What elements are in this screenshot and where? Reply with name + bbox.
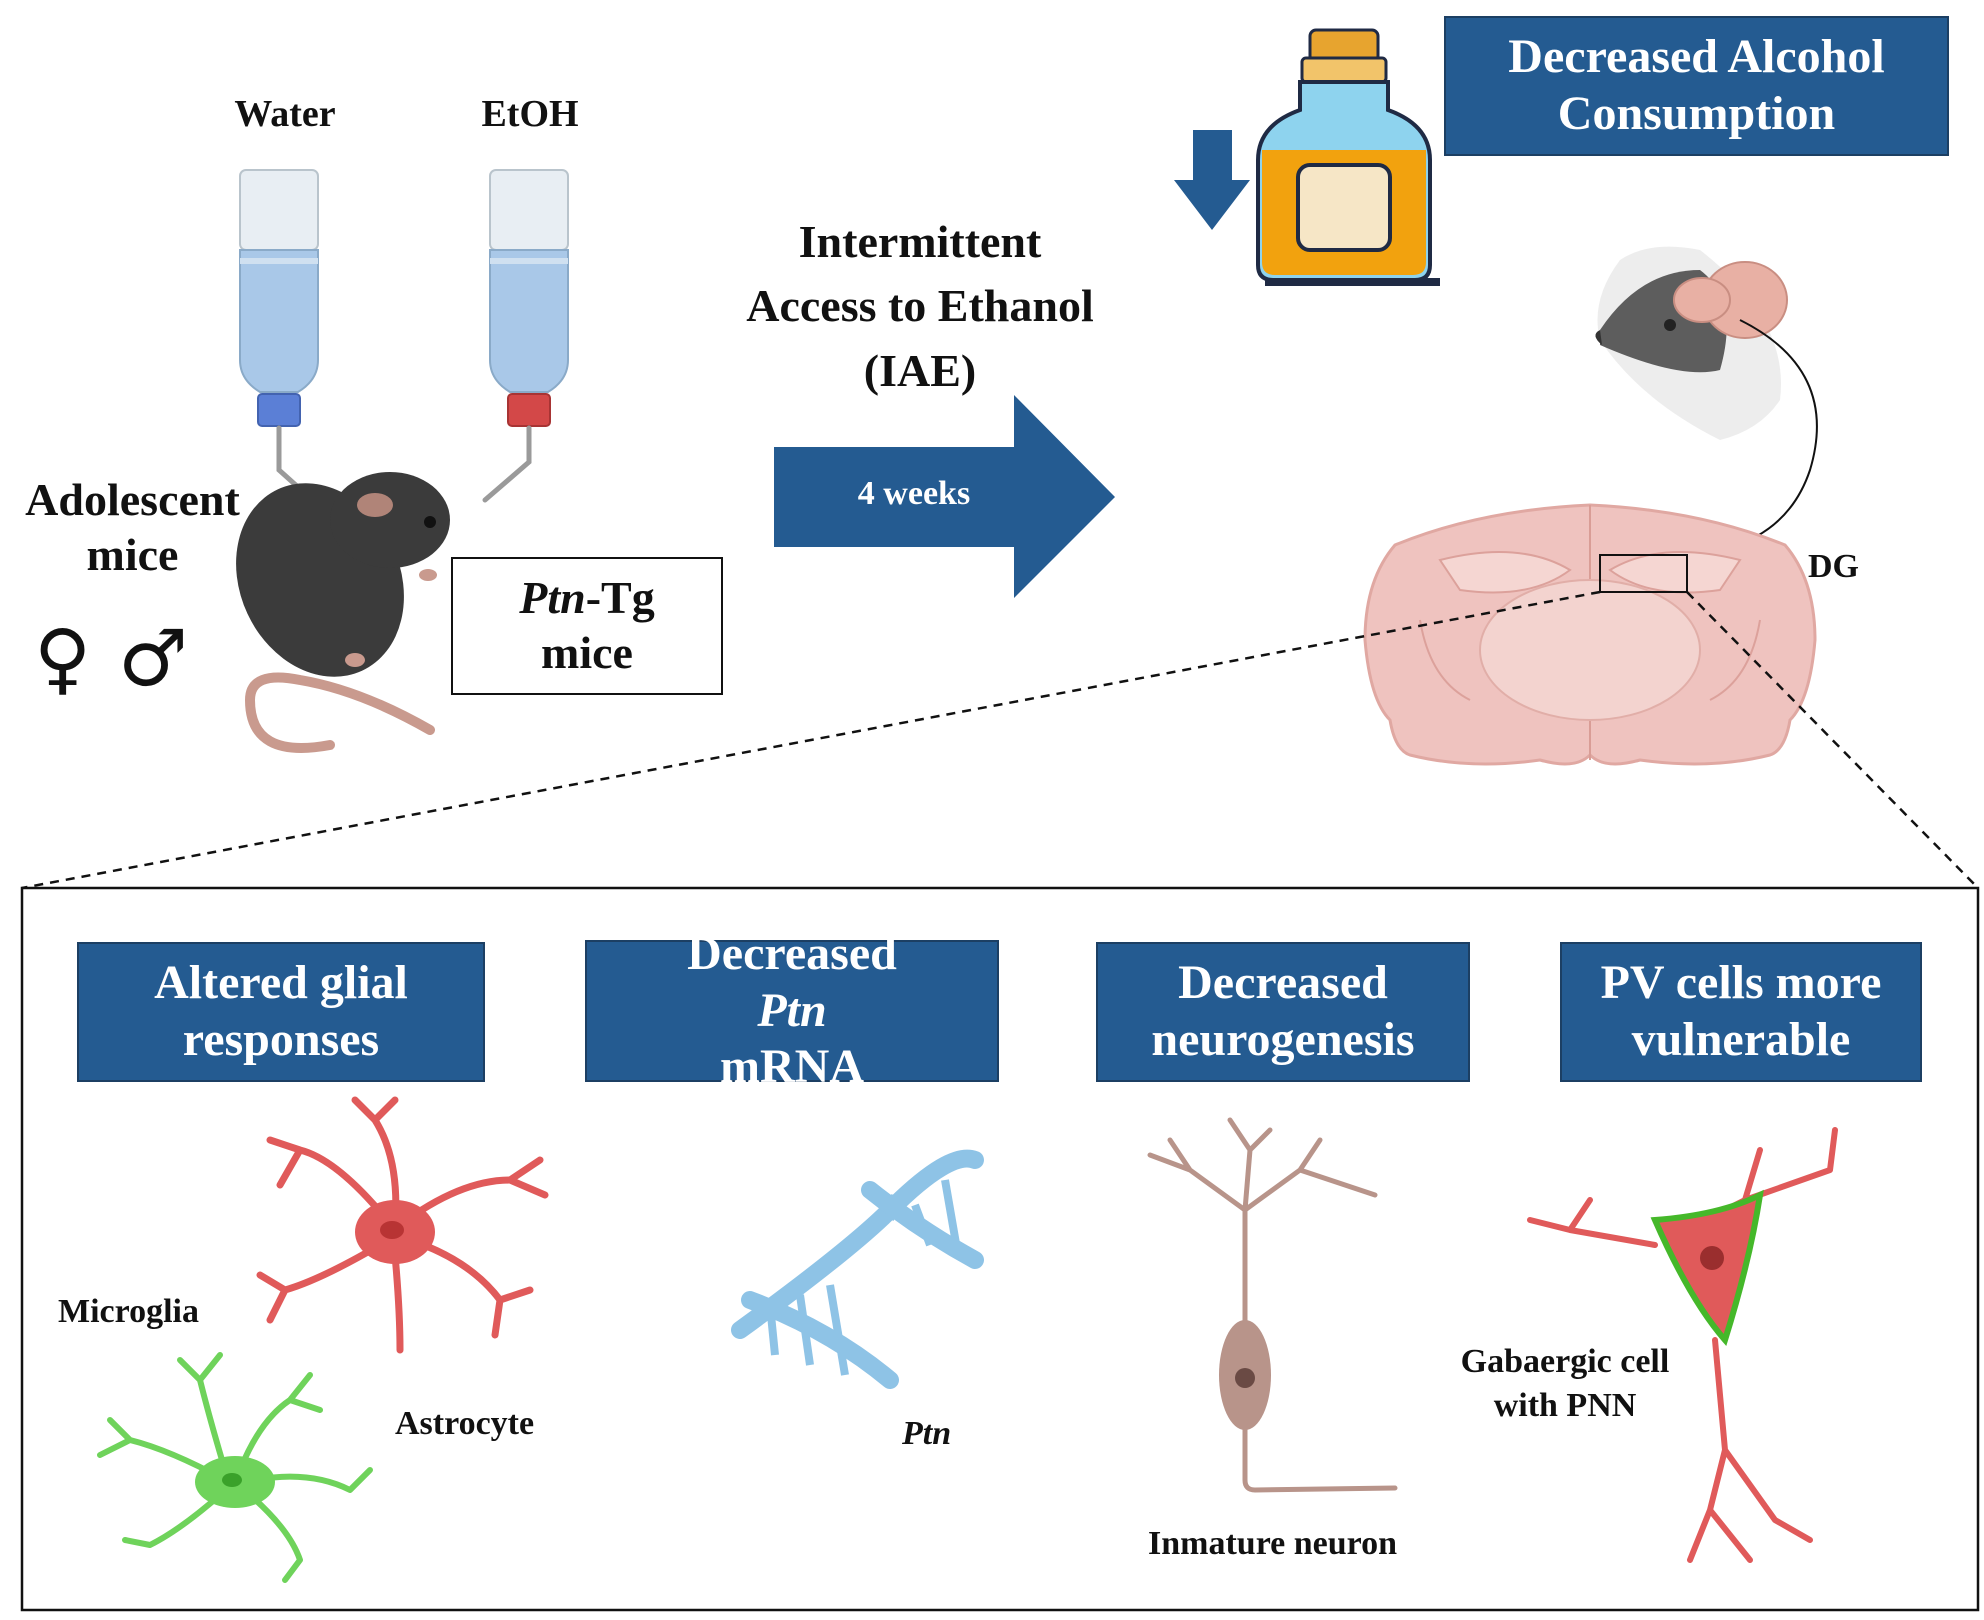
microglia-label: Microglia bbox=[58, 1293, 199, 1330]
iae-title: Intermittent Access to Ethanol (IAE) bbox=[680, 210, 1160, 403]
dna-icon bbox=[731, 1149, 984, 1389]
ptn-tg-line2: mice bbox=[541, 627, 633, 679]
arrow-label: 4 weeks bbox=[857, 475, 971, 512]
immature-neuron-label: Inmature neuron bbox=[1148, 1525, 1398, 1562]
ptn-tg-italic: Ptn bbox=[519, 572, 586, 623]
panel-pv-header: PV cells more vulnerable bbox=[1560, 942, 1922, 1082]
panel-ptn-line2: mRNA bbox=[720, 1040, 864, 1094]
outcome-box: Decreased Alcohol Consumption bbox=[1444, 16, 1949, 156]
outcome-line2: Consumption bbox=[1557, 87, 1836, 140]
adolescent-line1: Adolescent bbox=[25, 474, 240, 525]
dg-label: DG bbox=[1808, 548, 1859, 585]
ptn-tg-box bbox=[451, 557, 723, 695]
brain-section-icon bbox=[1363, 503, 1817, 766]
gaba-line1: Gabaergic cell bbox=[1460, 1343, 1670, 1380]
iae-arrow bbox=[774, 395, 1115, 598]
gabaergic-label: Gabaergic cell with PNN bbox=[1440, 1340, 1690, 1428]
outcome-line1: Decreased Alcohol bbox=[1508, 30, 1885, 84]
mouse-head-icon bbox=[1595, 246, 1788, 440]
water-bottle-icon bbox=[239, 169, 321, 508]
panel-glial-line2: responses bbox=[182, 1013, 380, 1066]
adolescent-mice-label: Adolescent mice bbox=[0, 472, 265, 582]
etoh-bottle-icon bbox=[482, 169, 569, 503]
immature-neuron-icon bbox=[1147, 1117, 1398, 1493]
ptn-tg-label: Ptn-Tg mice bbox=[452, 570, 722, 680]
panel-neuro-line1: Decreased bbox=[1178, 956, 1388, 1010]
mouse-icon bbox=[236, 472, 450, 753]
astrocyte-label: Astrocyte bbox=[395, 1405, 535, 1442]
iae-line2: Access to Ethanol bbox=[746, 280, 1094, 332]
ptn-tg-rest: -Tg bbox=[585, 572, 655, 623]
panel-ptn-line1-plain: Decreased bbox=[687, 927, 897, 981]
iae-line1: Intermittent bbox=[798, 216, 1042, 267]
dg-zoom-box bbox=[1599, 554, 1688, 593]
panel-glial-header: Altered glial responses bbox=[77, 942, 485, 1082]
detail-panel-frame bbox=[20, 886, 1980, 1612]
zoom-line-right bbox=[1686, 591, 1979, 889]
etoh-label: EtOH bbox=[481, 93, 579, 135]
panel-glial-line1: Altered glial bbox=[154, 956, 408, 1010]
down-arrow-icon bbox=[1174, 130, 1250, 230]
panel-ptn-header: Decreased Ptn mRNA bbox=[585, 927, 999, 1093]
gaba-line2: with PNN bbox=[1493, 1387, 1637, 1425]
panel-ptn-line1-italic: Ptn bbox=[757, 983, 827, 1037]
zoom-line-left bbox=[21, 590, 1601, 890]
adolescent-line2: mice bbox=[86, 529, 179, 581]
alcohol-bottle-icon bbox=[1256, 28, 1440, 286]
iae-line3: (IAE) bbox=[863, 344, 977, 396]
panel-pv-line1: PV cells more bbox=[1600, 956, 1882, 1010]
water-label: Water bbox=[234, 93, 336, 135]
ptn-label: Ptn bbox=[902, 1415, 952, 1452]
male-symbol: ♂ bbox=[118, 614, 188, 704]
panel-pv-line2: vulnerable bbox=[1631, 1013, 1851, 1066]
panel-neurogenesis-header: Decreased neurogenesis bbox=[1096, 942, 1470, 1082]
female-symbol: ♀ bbox=[34, 614, 92, 704]
panel-neuro-line2: neurogenesis bbox=[1151, 1013, 1415, 1066]
